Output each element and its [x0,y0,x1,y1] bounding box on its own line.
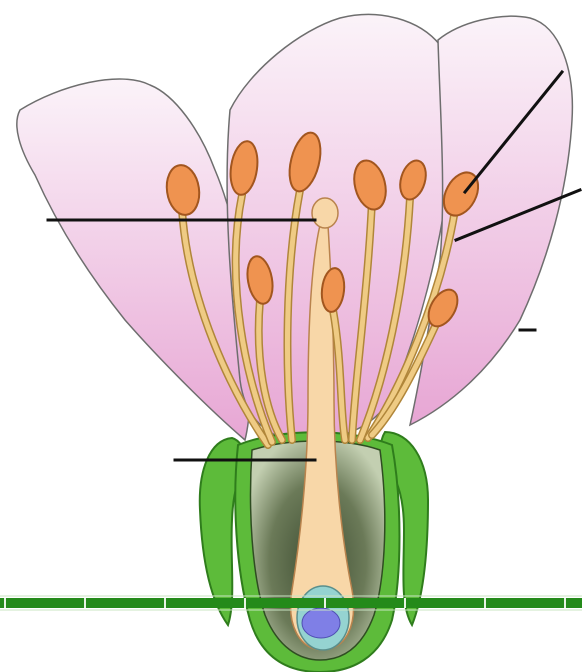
ovule-inner [302,608,340,638]
stigma [312,198,338,228]
stripe-bar [0,598,582,608]
green-stripe [0,596,582,610]
petal-left [17,79,251,440]
